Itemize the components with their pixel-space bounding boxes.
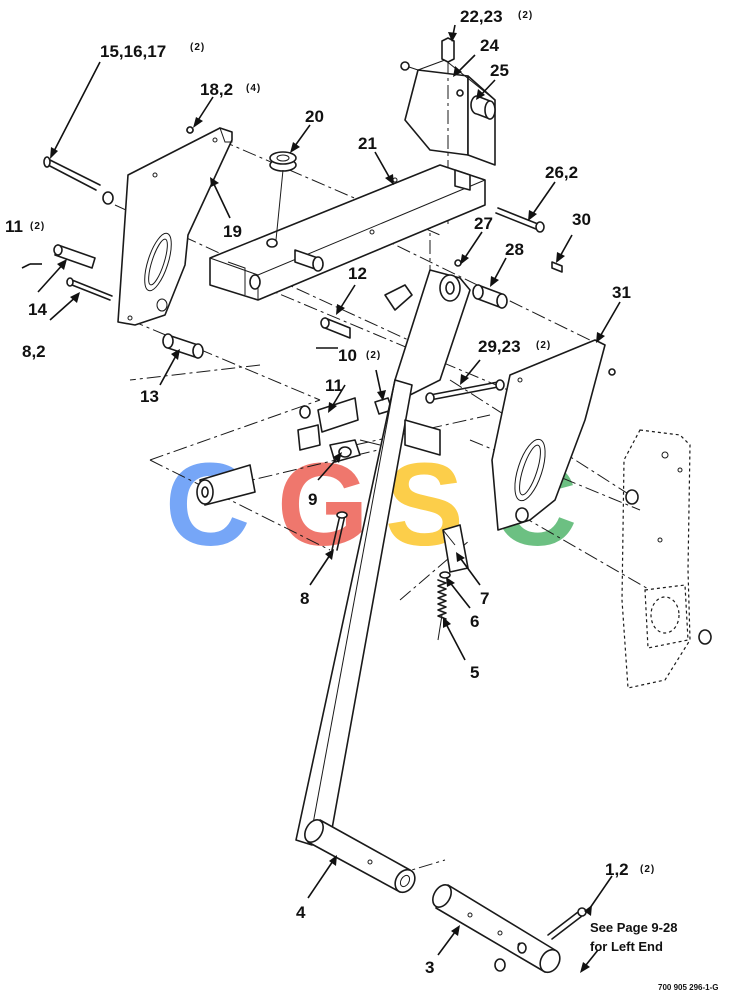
callout-15-16-17-qty: (2) (190, 42, 205, 53)
drawing-reference-number: 700 905 296-1-G (658, 983, 719, 992)
part-14-pin (53, 244, 96, 269)
callout-20: 20 (305, 107, 324, 126)
part-18-bolt (186, 126, 194, 134)
part-31-right-plate (491, 339, 616, 531)
part-left-spacer-tube (196, 464, 256, 506)
callout-3: 3 (425, 958, 434, 977)
part-28-bushing (472, 284, 508, 309)
part-12-pin (320, 317, 351, 339)
callout-27: 27 (474, 214, 493, 233)
part-1-bolt (547, 907, 587, 940)
part-25-bushing (470, 95, 496, 120)
part-6-washer (439, 571, 451, 579)
callout-4: 4 (296, 903, 306, 922)
callout-10: 10 (338, 346, 357, 365)
callout-21: 21 (358, 134, 377, 153)
part-19-left-plate (117, 126, 233, 326)
callout-22-23-qty: (2) (518, 10, 533, 21)
callout-19: 19 (223, 222, 242, 241)
part-5-spring (437, 579, 447, 641)
callout-15-16-17: 15,16,17 (100, 42, 166, 61)
callout-28: 28 (505, 240, 524, 259)
part-13-spacer (162, 333, 204, 359)
reference-frame-right (621, 429, 712, 689)
callout-18-2-qty: (4) (246, 83, 261, 94)
callout-13: 13 (140, 387, 159, 406)
note-see-page: See Page 9-28 (590, 920, 677, 935)
callout-11-qty: (2) (30, 221, 45, 232)
callout-8-2-left: 8,2 (22, 342, 46, 361)
callout-11-qty2: 11 (5, 217, 23, 236)
callout-31: 31 (612, 283, 631, 302)
callout-1-2: 1,2 (605, 860, 629, 879)
part-24-bracket (400, 37, 496, 225)
callout-7: 7 (480, 589, 489, 608)
part-11-bracket (297, 397, 359, 451)
callout-labels: 22,23 (2) 24 25 15,16,17 (2) 18,2 (4) 20… (5, 7, 655, 977)
callout-14: 14 (28, 300, 47, 319)
callout-11: 11 (325, 376, 343, 395)
callout-1-2-qty: (2) (640, 864, 655, 875)
callout-29-23: 29,23 (478, 337, 521, 356)
part-3-tube (432, 884, 561, 974)
callout-29-23-qty: (2) (536, 340, 551, 351)
callout-24: 24 (480, 36, 499, 55)
callout-6: 6 (470, 612, 479, 631)
part-4-main-arm (295, 379, 441, 846)
part-26-bolt (495, 207, 545, 233)
note-left-end: for Left End (590, 939, 663, 954)
part-21-channel (209, 164, 486, 301)
callout-25: 25 (490, 61, 509, 80)
callout-26-2: 26,2 (545, 163, 578, 182)
callout-22-23: 22,23 (460, 7, 503, 26)
part-4-tube (304, 819, 416, 894)
callout-9: 9 (308, 490, 317, 509)
part-8-bolt-left (66, 277, 113, 301)
part-8-bolt (331, 511, 348, 551)
callout-10-qty: (2) (366, 350, 381, 361)
leader-arrowheads (50, 32, 605, 973)
part-20-washer (266, 151, 297, 248)
callout-18-2: 18,2 (200, 80, 233, 99)
part-29-bolt (425, 379, 505, 404)
watermark-letter-2: G (277, 439, 369, 571)
part-30-pin (551, 261, 563, 273)
callout-8: 8 (300, 589, 309, 608)
callout-12: 12 (348, 264, 367, 283)
callout-5: 5 (470, 663, 479, 682)
callout-30: 30 (572, 210, 591, 229)
part-15-bolt (43, 156, 114, 205)
